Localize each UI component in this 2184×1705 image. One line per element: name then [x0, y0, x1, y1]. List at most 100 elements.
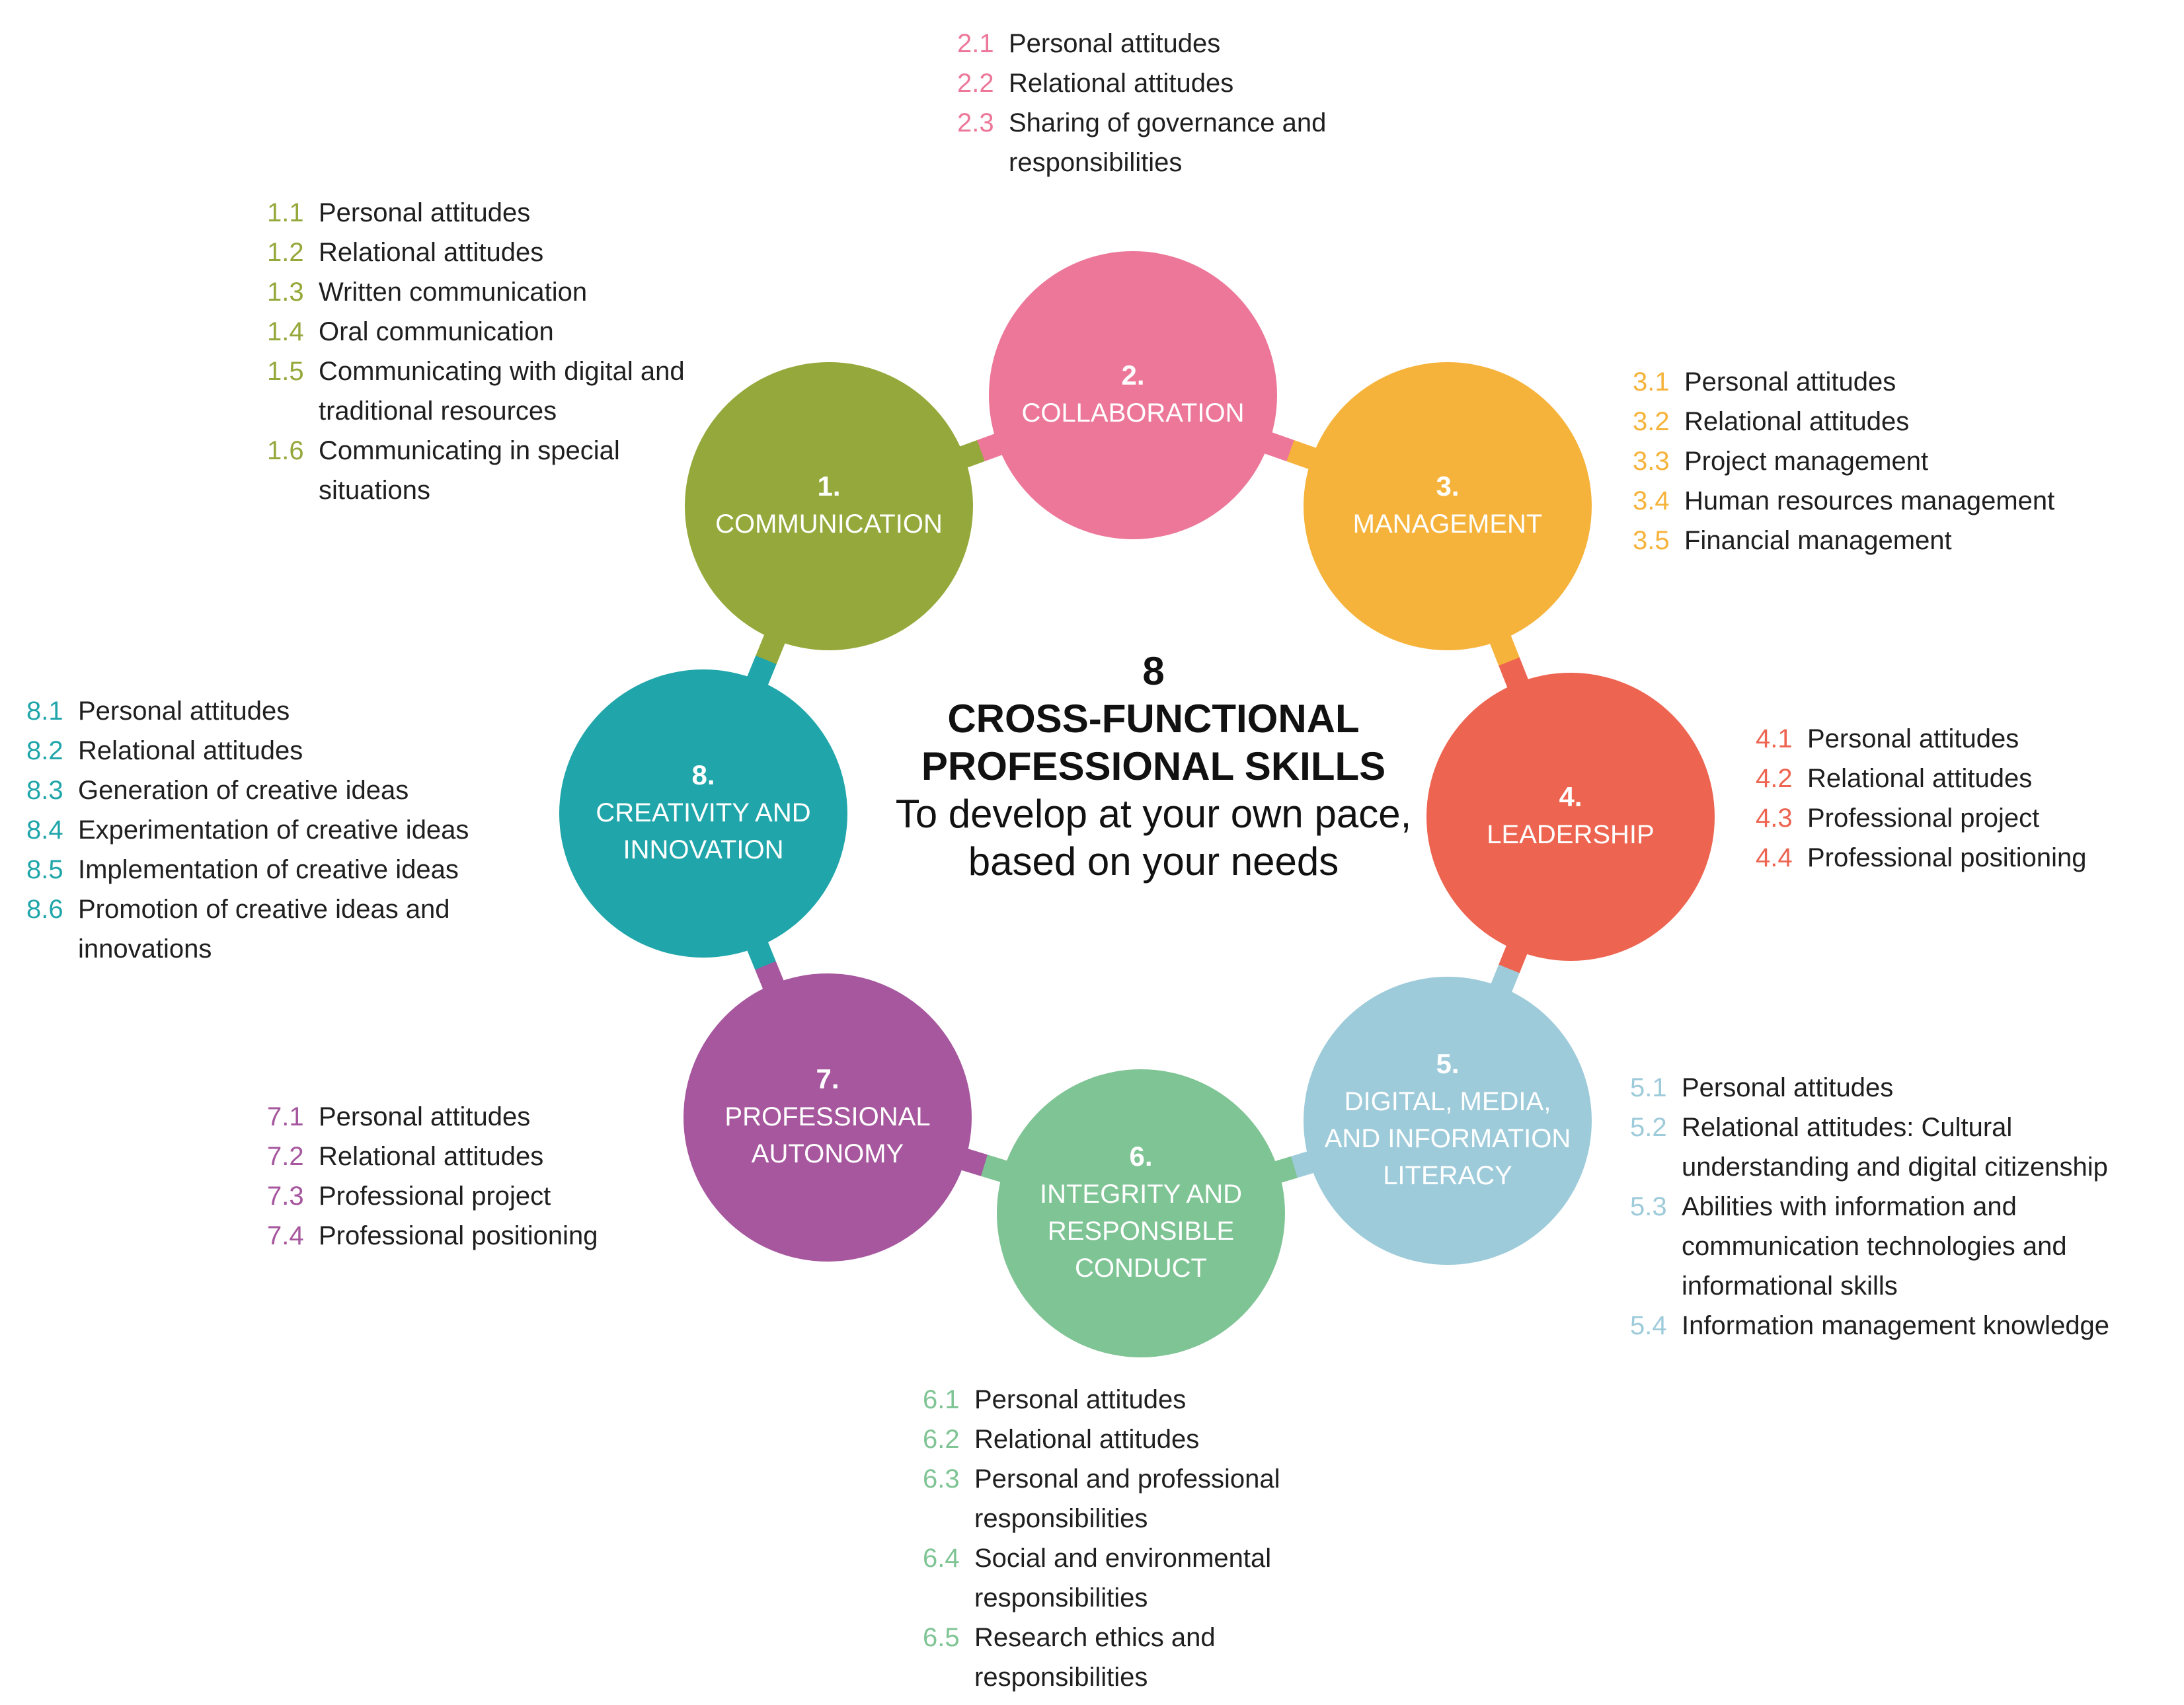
- sub-skill-text: Human resources management: [1684, 486, 2055, 515]
- sub-skill-text: Professional positioning: [319, 1221, 598, 1250]
- skill-number: 6.: [1129, 1140, 1153, 1172]
- sub-skill-item: 3.4 Human resources management: [1633, 481, 2162, 521]
- center-number: 8: [1142, 649, 1165, 693]
- sub-skill-code: 4.1: [1756, 724, 1793, 753]
- sub-skill-code: 3.4: [1633, 486, 1670, 515]
- sub-skill-text: Project management: [1684, 447, 1929, 476]
- sub-skill-item: 1.3 Written communication: [267, 272, 697, 312]
- sub-skill-code: 6.3: [923, 1464, 960, 1494]
- sub-skill-code: 1.2: [267, 238, 304, 267]
- sub-skill-text: Communicating in special situations: [319, 436, 620, 505]
- sub-skill-code: 4.2: [1756, 764, 1793, 793]
- sub-skill-text: Research ethics and responsibilities: [974, 1623, 1216, 1692]
- sub-skill-code: 1.3: [267, 278, 304, 307]
- sub-skill-text: Personal attitudes: [1684, 367, 1896, 397]
- sub-skill-text: Personal attitudes: [1682, 1073, 1894, 1102]
- center-title: Cross-functional professional skills: [921, 697, 1386, 788]
- sub-skill-code: 5.4: [1630, 1311, 1667, 1340]
- skill-number: 5.: [1436, 1047, 1460, 1079]
- sub-skill-text: Information management knowledge: [1682, 1311, 2110, 1340]
- sub-skill-text: Relational attitudes: [1009, 69, 1234, 98]
- sub-skill-text: Relational attitudes: [1684, 407, 1910, 436]
- skill-number: 4.: [1559, 780, 1582, 812]
- sub-skill-code: 8.5: [26, 855, 63, 884]
- sub-skill-text: Relational attitudes: [319, 238, 544, 267]
- sub-skill-text: Written communication: [319, 278, 588, 307]
- sub-skill-text: Relational attitudes: Cultural understan…: [1682, 1113, 2108, 1182]
- sub-skill-item: 4.2 Relational attitudes: [1756, 759, 2165, 798]
- sub-skill-code: 8.4: [26, 815, 63, 845]
- sub-skill-item: 5.4 Information management knowledge: [1630, 1306, 2179, 1345]
- skill-name: Professional autonomy: [724, 1102, 931, 1169]
- skill-circle-management: 3. Management: [1304, 362, 1592, 650]
- sub-skill-text: Personal attitudes: [319, 198, 531, 227]
- skill-circle-collaboration: 2. Collaboration: [989, 251, 1277, 539]
- sub-skill-code: 3.1: [1633, 367, 1670, 397]
- sub-skill-text: Relational attitudes: [1807, 764, 2033, 793]
- sub-skill-code: 6.4: [923, 1544, 960, 1573]
- sub-skill-code: 8.1: [26, 697, 63, 726]
- skill-circle-digital-literacy: 5. Digital, media, and information liter…: [1304, 977, 1592, 1265]
- sub-skill-text: Communicating with digital and tradition…: [319, 357, 685, 426]
- skill-name: Communication: [715, 510, 943, 539]
- sub-skill-code: 4.4: [1756, 843, 1793, 872]
- sub-skill-code: 8.2: [26, 736, 63, 765]
- skill-name: Integrity and responsible conduct: [1040, 1180, 1242, 1283]
- sub-skill-code: 2.3: [957, 108, 994, 137]
- sub-skill-text: Oral communication: [319, 317, 554, 346]
- sub-skill-code: 1.6: [267, 436, 304, 465]
- sub-skill-code: 1.4: [267, 317, 304, 346]
- sub-skill-item: 1.4 Oral communication: [267, 312, 697, 352]
- sub-skill-code: 7.3: [267, 1182, 304, 1211]
- sub-skill-text: Social and environmental responsibilitie…: [974, 1544, 1272, 1612]
- sub-skill-text: Generation of creative ideas: [78, 776, 409, 805]
- sub-skill-item: 1.2 Relational attitudes: [267, 233, 697, 272]
- skill-number: 2.: [1121, 359, 1145, 391]
- sub-skill-item: 7.4 Professional positioning: [267, 1216, 677, 1256]
- sub-skill-code: 5.2: [1630, 1113, 1667, 1142]
- skill-number: 8.: [691, 759, 715, 790]
- sub-skill-item: 1.6 Communicating in special situations: [267, 431, 697, 510]
- sub-skill-text: Relational attitudes: [319, 1142, 544, 1171]
- skill-name: Creativity and innovation: [596, 798, 811, 865]
- skill-circle-creativity: 8. Creativity and innovation: [559, 669, 847, 958]
- sub-skill-item: 3.1 Personal attitudes: [1633, 362, 2162, 402]
- skill-number: 3.: [1436, 470, 1460, 502]
- sub-skill-code: 6.1: [923, 1385, 960, 1414]
- sub-skill-text: Personal attitudes: [319, 1102, 531, 1131]
- sub-skill-code: 7.4: [267, 1221, 304, 1250]
- skill-number: 7.: [816, 1063, 839, 1094]
- sub-skill-text: Professional project: [1807, 804, 2040, 833]
- sub-skill-text: Professional positioning: [1807, 843, 2087, 872]
- center-label: 8 Cross-functional professional skills T…: [863, 648, 1444, 886]
- sub-skill-code: 1.5: [267, 357, 304, 386]
- sub-skill-code: 7.1: [267, 1102, 304, 1131]
- sub-skill-code: 5.3: [1630, 1192, 1667, 1221]
- sub-skill-item: 7.1 Personal attitudes: [267, 1097, 677, 1137]
- skill-name: Collaboration: [1021, 398, 1245, 428]
